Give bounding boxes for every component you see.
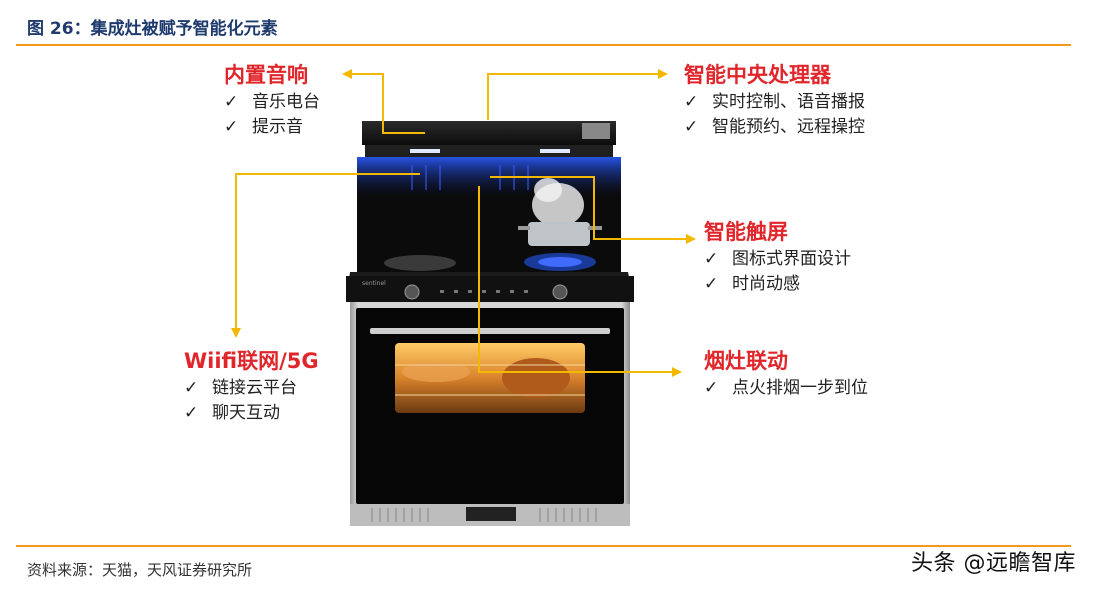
callout-linkage-item: ✓点火排烟一步到位 (704, 376, 868, 401)
right-knob (552, 284, 568, 300)
leader-linkage (478, 186, 674, 373)
callout-processor-item: ✓实时控制、语音播报 (684, 90, 865, 115)
callout-touchscreen-item: ✓图标式界面设计 (704, 247, 851, 272)
hood-lamp-left (410, 149, 440, 153)
callout-touchscreen: 智能触屏 ✓图标式界面设计 ✓时尚动感 (704, 219, 851, 297)
callout-processor-item: ✓智能预约、远程操控 (684, 115, 865, 140)
check-icon: ✓ (224, 117, 239, 137)
source-note: 资料来源：天猫，天风证券研究所 (27, 561, 253, 579)
callout-linkage: 烟灶联动 ✓点火排烟一步到位 (704, 348, 868, 401)
check-icon: ✓ (684, 117, 699, 137)
callout-speaker-title: 内置音响 (224, 63, 308, 87)
figure-title: 图 26：集成灶被赋予智能化元素 (27, 19, 278, 39)
callout-wifi-item: ✓链接云平台 (184, 376, 319, 401)
left-knob (404, 284, 420, 300)
check-icon: ✓ (184, 403, 199, 423)
leader-speaker (350, 73, 425, 134)
callout-speaker: 内置音响 ✓音乐电台 ✓提示音 (224, 62, 320, 140)
watermark: 头条 @远瞻智库 (911, 551, 1076, 576)
hood-light-bar (365, 145, 613, 157)
check-icon: ✓ (704, 274, 719, 294)
leader-touchscreen (490, 176, 688, 240)
oven-handle (370, 328, 610, 334)
callout-processor-title: 智能中央处理器 (684, 63, 831, 87)
callout-wifi-item: ✓聊天互动 (184, 401, 319, 426)
top-divider (16, 44, 1071, 46)
check-icon: ✓ (184, 378, 199, 398)
callout-touchscreen-title: 智能触屏 (704, 220, 788, 244)
check-icon: ✓ (704, 378, 719, 398)
callout-processor: 智能中央处理器 ✓实时控制、语音播报 ✓智能预约、远程操控 (684, 62, 865, 140)
callout-touchscreen-item: ✓时尚动感 (704, 272, 851, 297)
brand-mark: sentinel (362, 280, 386, 287)
hood-panel (582, 123, 610, 139)
callout-wifi: Wiifi联网/5G ✓链接云平台 ✓聊天互动 (184, 348, 319, 426)
bottom-divider (16, 545, 1071, 547)
leader-processor (487, 73, 660, 120)
left-burner (384, 255, 456, 271)
check-icon: ✓ (224, 92, 239, 112)
pot (528, 222, 590, 246)
callout-speaker-item: ✓提示音 (224, 115, 320, 140)
check-icon: ✓ (684, 92, 699, 112)
callout-speaker-item: ✓音乐电台 (224, 90, 320, 115)
control-strip (346, 276, 634, 302)
hood-lamp-right (540, 149, 570, 153)
roast (502, 358, 570, 398)
callout-linkage-title: 烟灶联动 (704, 349, 788, 373)
callout-wifi-title: Wiifi联网/5G (184, 349, 319, 373)
leader-wifi (235, 173, 420, 330)
check-icon: ✓ (704, 249, 719, 269)
drain-panel (466, 507, 516, 521)
